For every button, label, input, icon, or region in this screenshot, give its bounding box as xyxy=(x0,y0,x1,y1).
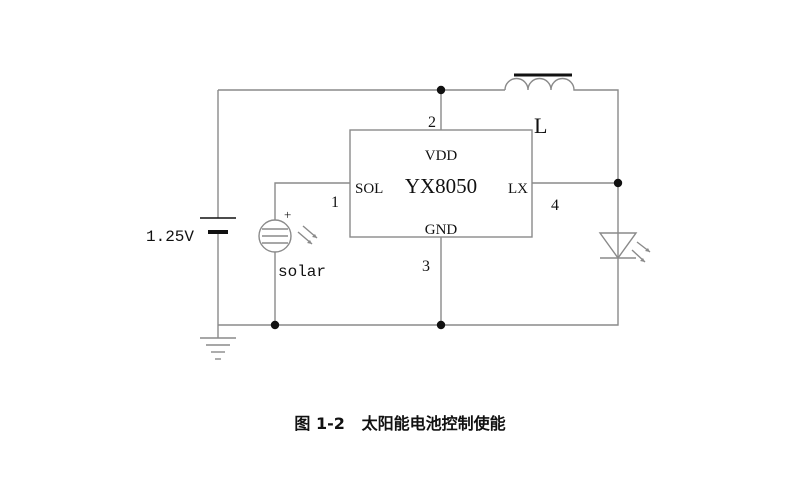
solar-plus-label: + xyxy=(284,207,291,222)
vdd-pin-label: VDD xyxy=(425,148,458,164)
figure-title: 太阳能电池控制使能 xyxy=(361,414,506,433)
junction-dot-vdd xyxy=(436,85,446,95)
inductor-label: L xyxy=(534,113,547,138)
battery-symbol xyxy=(200,217,236,234)
pin-1-number: 1 xyxy=(331,194,339,211)
battery-voltage-label: 1.25V xyxy=(146,228,194,246)
junction-dot-solar xyxy=(270,320,280,330)
led-symbol xyxy=(598,232,651,263)
pin-2-number: 2 xyxy=(428,114,436,131)
chip-name: YX8050 xyxy=(405,174,477,198)
junction-dot-gnd xyxy=(436,320,446,330)
sol-wire xyxy=(274,182,350,220)
figure-number: 图 1-2 xyxy=(294,414,345,433)
inductor-symbol xyxy=(504,73,578,91)
right-bottom-wire xyxy=(218,89,619,326)
junction-dot-lx xyxy=(613,178,623,188)
chip-body xyxy=(349,129,533,238)
ground-icon xyxy=(200,337,236,360)
gnd-pin-label: GND xyxy=(425,222,458,238)
pin-4-number: 4 xyxy=(551,197,559,214)
sol-pin-label: SOL xyxy=(355,181,383,197)
solar-label: solar xyxy=(278,263,326,281)
solar-cell-symbol xyxy=(258,219,318,253)
figure-caption: 图 1-2 太阳能电池控制使能 xyxy=(0,410,800,434)
pin-3-number: 3 xyxy=(422,258,430,275)
lx-pin-label: LX xyxy=(508,181,528,197)
